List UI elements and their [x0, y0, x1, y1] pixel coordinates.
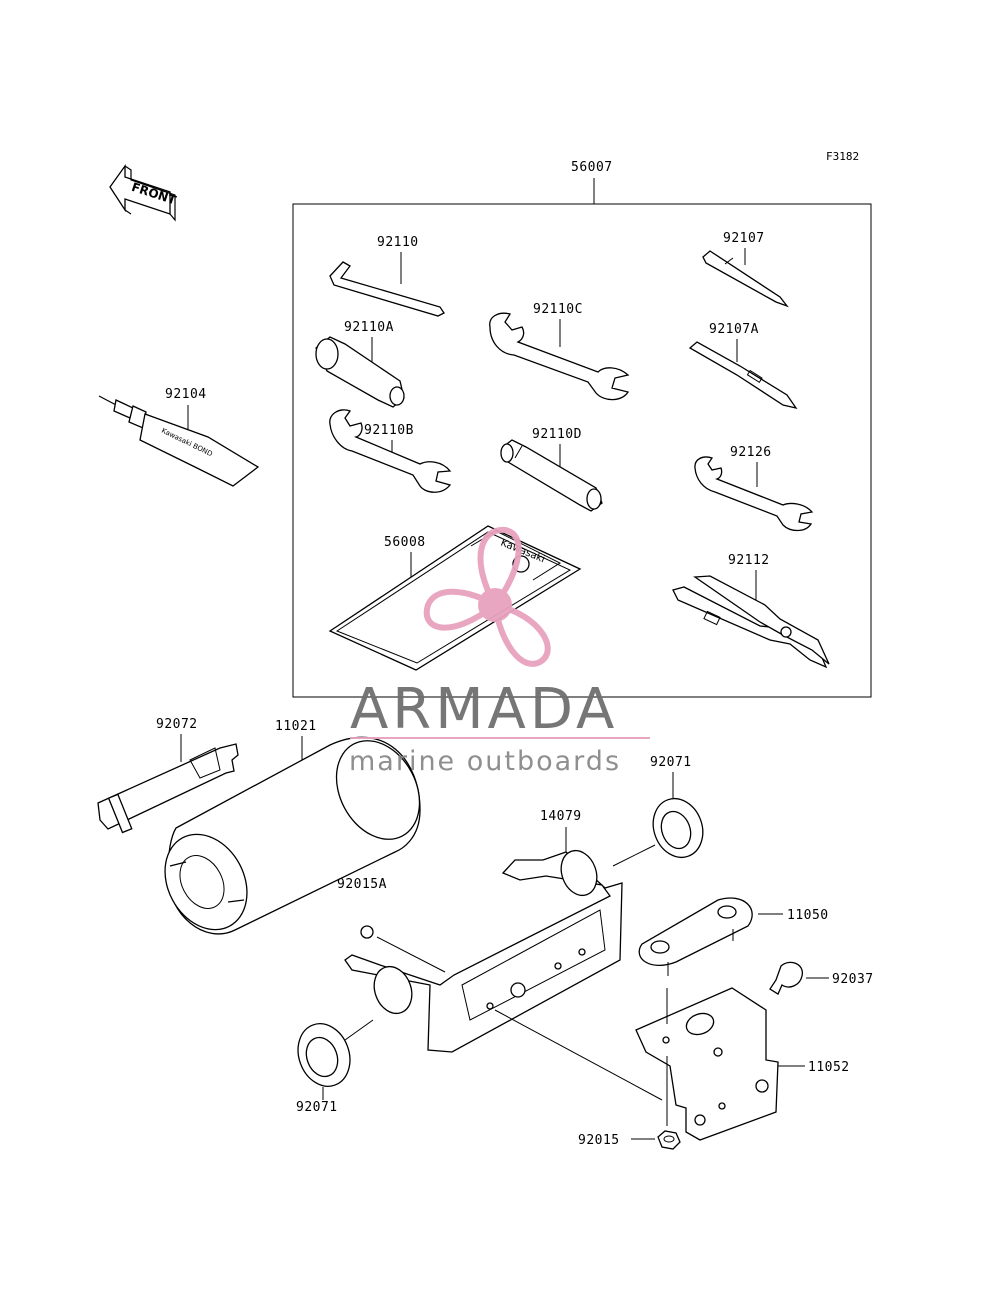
nut-92015: 92015 [578, 1130, 681, 1150]
label-92071-bottom: 92071 [296, 1100, 338, 1115]
label-92112: 92112 [728, 553, 770, 568]
strap-92072: 92072 [97, 717, 239, 834]
tool-kit-box [292, 203, 872, 698]
label-92107: 92107 [723, 231, 765, 246]
label-92110D: 92110D [532, 427, 582, 442]
ring-92071-top: 92071 [612, 755, 704, 867]
label-11052: 11052 [808, 1060, 850, 1075]
box-wrench-92110A: 92110A [315, 320, 405, 408]
tool-kit-group: 56007 [292, 160, 872, 698]
watermark-title: ARMADA [350, 677, 618, 742]
label-92037: 92037 [832, 972, 874, 987]
hex-key-92110: 92110 [329, 235, 445, 317]
screwdriver-92107A: 92107A [688, 322, 798, 410]
label-92110B: 92110B [364, 423, 414, 438]
tool-pouch-56008: 56008 Kawasaki [328, 525, 582, 671]
open-wrench-92110B: 92110B [329, 409, 452, 493]
bracket-14079: 14079 [344, 809, 623, 1053]
label-92015A: 92015A [337, 877, 387, 892]
label-14079: 14079 [540, 809, 582, 824]
label-11021: 11021 [275, 719, 317, 734]
screwdriver-92107: 92107 [702, 231, 789, 308]
label-11050: 11050 [787, 908, 829, 923]
label-92071-top: 92071 [650, 755, 692, 770]
plate-11050: 11050 [638, 897, 829, 976]
label-92110A: 92110A [344, 320, 394, 335]
label-92110: 92110 [377, 235, 419, 250]
front-arrow-icon: FRONT [109, 163, 179, 222]
ring-92071-bottom: 92071 [296, 1019, 374, 1115]
label-92110C: 92110C [533, 302, 583, 317]
armada-watermark: ARMADA marine outboards [349, 526, 650, 777]
label-92104: 92104 [165, 387, 207, 402]
propeller-logo-icon [423, 526, 551, 667]
canister-11021: 11021 92015A [164, 719, 421, 935]
open-wrench-92110C: 92110C [489, 302, 630, 401]
label-92015: 92015 [578, 1133, 620, 1148]
label-92072: 92072 [156, 717, 198, 732]
label-92107A: 92107A [709, 322, 759, 337]
bond-tube-92104: 92104 Kawasaki BOND [98, 387, 260, 487]
clip-92037: 92037 [769, 961, 874, 995]
figure-code: F3182 [826, 150, 859, 163]
plug-wrench-92110D: 92110D [500, 427, 603, 512]
bracket-11052: 11052 [494, 987, 850, 1141]
label-56007: 56007 [571, 160, 613, 175]
open-wrench-92126: 92126 [694, 445, 814, 532]
label-56008: 56008 [384, 535, 426, 550]
label-92126: 92126 [730, 445, 772, 460]
watermark-subtitle: marine outboards [349, 746, 621, 777]
pliers-92112: 92112 [672, 553, 830, 669]
